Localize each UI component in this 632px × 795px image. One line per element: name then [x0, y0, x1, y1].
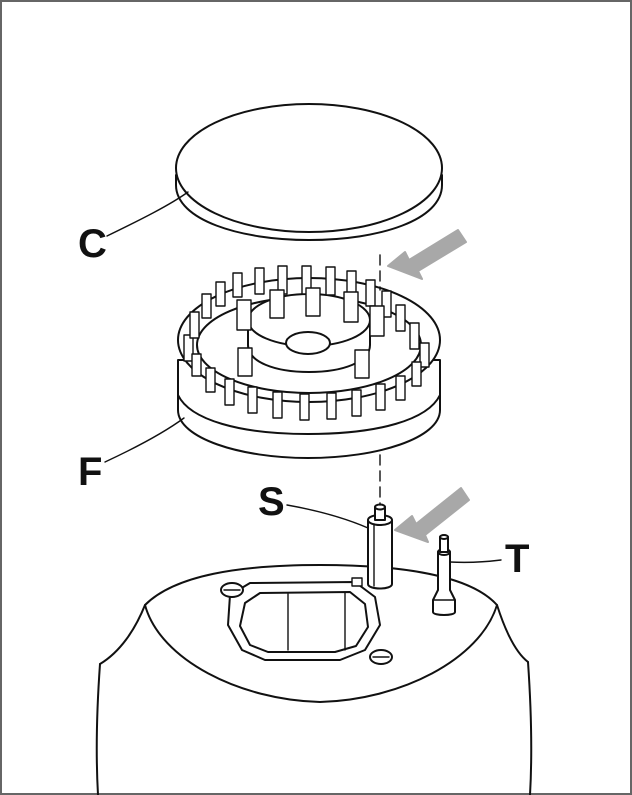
mount-screw-right	[369, 649, 393, 665]
label-spark-plug: S	[258, 480, 285, 524]
leader-line-c	[106, 191, 189, 237]
flame-spreader-teeth	[183, 265, 430, 421]
mount-screw-left	[220, 582, 244, 598]
leader-line-t	[449, 559, 502, 564]
label-thermocouple: T	[505, 537, 529, 581]
burner-cap	[175, 103, 443, 241]
spark-plug	[367, 503, 393, 590]
flame-spreader-ribs	[236, 287, 385, 379]
label-flame-spreader: F	[78, 450, 102, 494]
leader-line-s	[286, 504, 369, 529]
thermocouple	[432, 534, 456, 616]
flame-spreader	[177, 265, 441, 459]
arrow-upper	[387, 229, 467, 280]
burner-base	[95, 564, 533, 795]
arrow-lower	[394, 487, 470, 543]
leader-line-f	[104, 417, 185, 463]
label-cap: C	[78, 222, 107, 266]
